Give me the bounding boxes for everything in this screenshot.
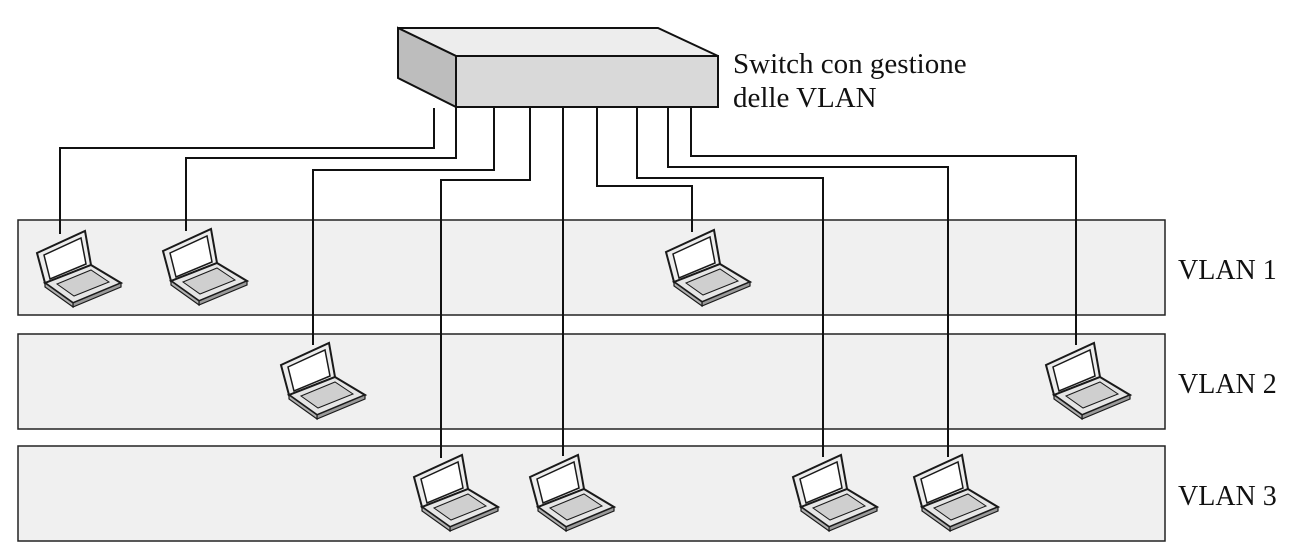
cable-1 [59, 108, 435, 234]
switch-icon [397, 26, 719, 109]
cable-9 [690, 108, 1077, 345]
cable-4 [440, 108, 531, 458]
cables [59, 108, 1077, 458]
cable-7 [636, 108, 824, 457]
cable-3 [312, 108, 495, 345]
cable-8 [667, 108, 949, 457]
vlan-1-label: VLAN 1 [1178, 255, 1277, 286]
switch-label-line1: Switch con gestione [733, 48, 967, 80]
vlan-3-label: VLAN 3 [1178, 481, 1277, 512]
switch-label-line2: delle VLAN [733, 82, 877, 114]
vlan-2-band [17, 333, 1166, 430]
vlan-2-label: VLAN 2 [1178, 369, 1277, 400]
cable-6 [596, 108, 693, 232]
cable-2 [185, 108, 457, 231]
